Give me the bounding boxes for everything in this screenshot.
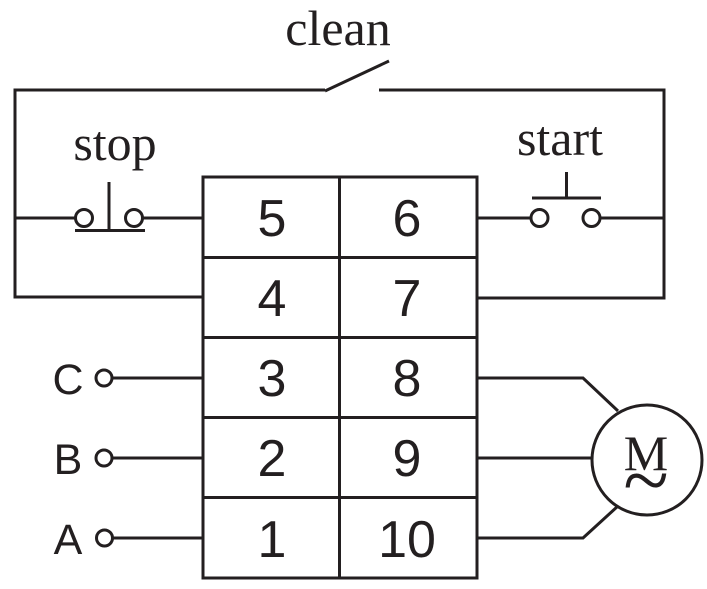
phase-c-label: C bbox=[52, 356, 83, 404]
terminal-2: 2 bbox=[258, 430, 287, 488]
motor-ac-tilde-icon: ~ bbox=[623, 434, 668, 527]
start-button-label: start bbox=[517, 110, 603, 166]
motor-circle bbox=[590, 403, 704, 517]
start-contact-left bbox=[529, 208, 550, 228]
phase-a-terminal-circle bbox=[95, 528, 114, 548]
clean-switch-blade-icon bbox=[324, 59, 390, 93]
terminal-block: 5 6 4 7 3 8 2 9 1 10 bbox=[201, 175, 479, 580]
motor-wire-top bbox=[477, 376, 620, 413]
phase-c-terminal-circle bbox=[94, 368, 114, 388]
clean-switch-label: clean bbox=[285, 0, 390, 56]
right-rail-wire bbox=[379, 88, 666, 300]
phase-b-label: B bbox=[54, 436, 83, 484]
start-button-icon bbox=[477, 172, 664, 228]
terminal-3: 3 bbox=[258, 350, 287, 408]
stop-contact-left bbox=[74, 208, 94, 228]
terminal-5: 5 bbox=[258, 190, 287, 248]
terminal-10: 10 bbox=[378, 511, 436, 569]
motor-wire-bottom bbox=[477, 504, 620, 540]
terminal-4: 4 bbox=[258, 270, 287, 328]
phase-input-c: C bbox=[52, 356, 203, 404]
motor-letter: M bbox=[624, 425, 668, 481]
motor-icon: M ~ bbox=[590, 403, 704, 527]
stop-contact-right bbox=[124, 208, 144, 228]
terminal-9: 9 bbox=[393, 430, 422, 488]
left-rail-wire bbox=[13, 88, 325, 299]
terminal-6: 6 bbox=[393, 190, 422, 248]
phase-input-a: A bbox=[54, 516, 203, 564]
stop-button-label: stop bbox=[73, 115, 156, 171]
phase-b-terminal-circle bbox=[94, 448, 114, 468]
start-contact-right bbox=[581, 208, 602, 228]
terminal-1: 1 bbox=[258, 511, 287, 569]
phase-a-label: A bbox=[54, 516, 83, 564]
terminal-7: 7 bbox=[393, 270, 422, 328]
phase-input-b: B bbox=[54, 436, 203, 484]
terminal-8: 8 bbox=[393, 350, 422, 408]
stop-button-icon bbox=[15, 182, 203, 232]
motor-branch: M ~ bbox=[477, 376, 704, 540]
